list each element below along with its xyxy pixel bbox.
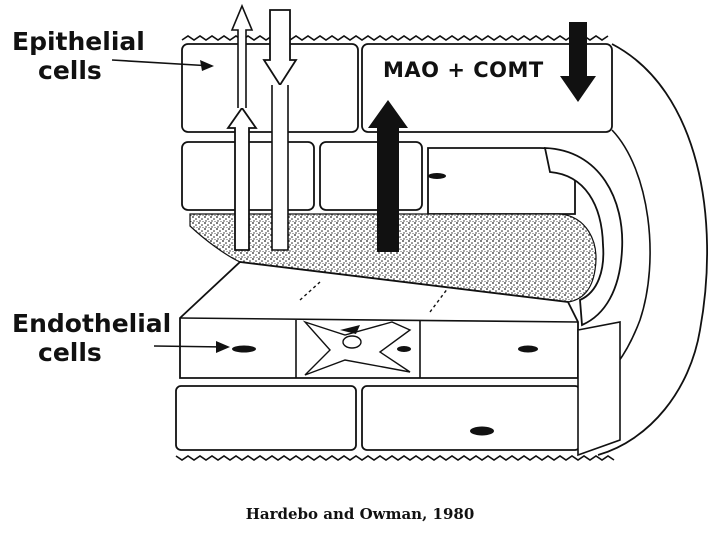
endothelial-cells-label: Endothelial cells	[12, 309, 172, 368]
solid-down-arrow-icon	[560, 22, 596, 102]
cell-nucleus	[470, 426, 494, 436]
epithelial-top-edge	[181, 35, 609, 41]
epithelial-label-line1: Epithelial	[12, 27, 145, 56]
epithelial-cell	[361, 385, 581, 451]
endothelial-label-line1: Endothelial	[12, 309, 172, 338]
epithelial-cell	[319, 141, 423, 211]
endothelial-label-line2: cells	[38, 337, 102, 367]
bend-cell	[543, 147, 624, 327]
epithelial-label-line2: cells	[38, 55, 102, 85]
enzyme-label: MAO + COMT	[383, 58, 544, 82]
vessel-lumen	[189, 213, 597, 303]
cell-nucleus	[397, 346, 411, 352]
epithelial-cell	[175, 385, 357, 451]
epithelial-bottom-edge	[175, 455, 615, 461]
hollow-down-arrow	[262, 9, 298, 87]
hollow-up-down-arrows-icon	[226, 3, 298, 251]
citation: Hardebo and Owman, 1980	[245, 505, 475, 523]
tight-junction	[302, 320, 412, 376]
epithelial-cell	[361, 43, 613, 133]
endothelial-pointer-arrow	[153, 341, 230, 353]
cell-nucleus	[518, 345, 538, 353]
junction-vesicle	[342, 335, 362, 349]
solid-up-arrow-icon	[368, 100, 408, 252]
outer-vessel-wall	[597, 43, 708, 456]
cell-nucleus	[428, 173, 446, 179]
epithelial-pointer-arrow	[111, 59, 214, 71]
epithelial-cells-label: Epithelial cells	[12, 27, 145, 86]
hollow-up-arrow	[226, 106, 258, 251]
cell-nucleus	[232, 345, 256, 353]
